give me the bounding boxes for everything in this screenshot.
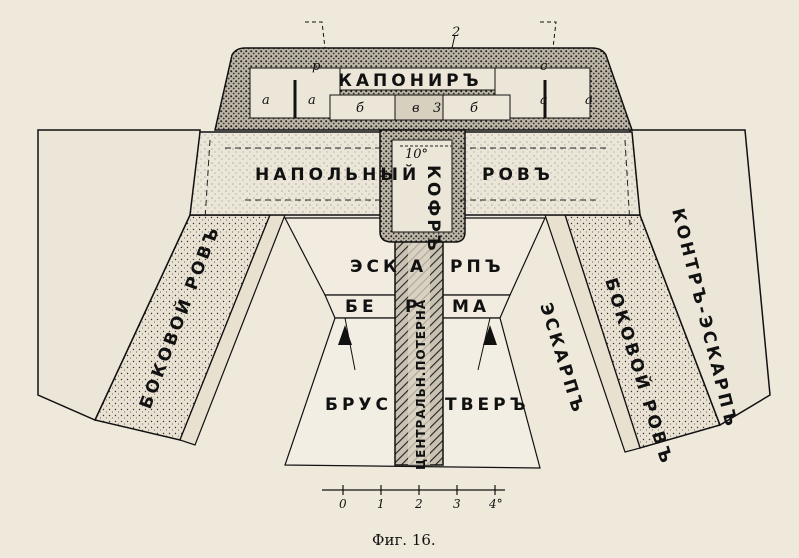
label-room-a-2: а — [308, 93, 316, 108]
label-room-p: р — [312, 59, 321, 74]
scale-tick-2: 2 — [414, 497, 423, 511]
scale-bar: 0 1 2 3 4° — [322, 485, 505, 511]
label-coffer-width: 10° — [405, 147, 428, 162]
label-frontal-ditch-right: РОВЪ — [482, 165, 554, 185]
label-num-3: 3 — [433, 101, 441, 116]
label-berm-left: БЕ — [345, 297, 378, 317]
label-breastwork-right: ТВЕРЪ — [445, 395, 530, 415]
figure-caption: Фиг. 16. — [372, 531, 436, 549]
label-room-c: с — [540, 59, 548, 74]
label-berm-right: МА — [452, 297, 490, 317]
label-room-a-3: а — [540, 93, 548, 108]
label-escarp-mid: А — [410, 257, 427, 277]
label-room-b-2: б — [470, 101, 478, 116]
label-num-2: 2 — [451, 25, 460, 40]
label-room-a-4: а — [585, 93, 593, 108]
scale-tick-4: 4° — [488, 497, 503, 511]
label-escarp-right: РПЪ — [450, 257, 505, 277]
label-berm-mid: Р — [405, 297, 421, 317]
label-coffer: КОФРЪ — [423, 165, 443, 254]
scale-tick-0: 0 — [339, 497, 347, 511]
scale-tick-3: 3 — [453, 497, 461, 511]
label-room-v: в — [412, 101, 420, 116]
scale-tick-1: 1 — [377, 497, 385, 511]
label-room-a-1: а — [262, 93, 270, 108]
label-central-postern: ЦЕНТРАЛЬН.ПОТЕРНА — [414, 299, 428, 470]
label-room-b-1: б — [356, 101, 364, 116]
label-escarp-left: ЭСК — [350, 257, 401, 277]
label-frontal-ditch-left: НАПОЛЬНЫЙ — [255, 163, 420, 185]
label-breastwork-left: БРУС — [325, 395, 392, 415]
label-caponier: КАПОНИРЪ — [338, 71, 483, 91]
